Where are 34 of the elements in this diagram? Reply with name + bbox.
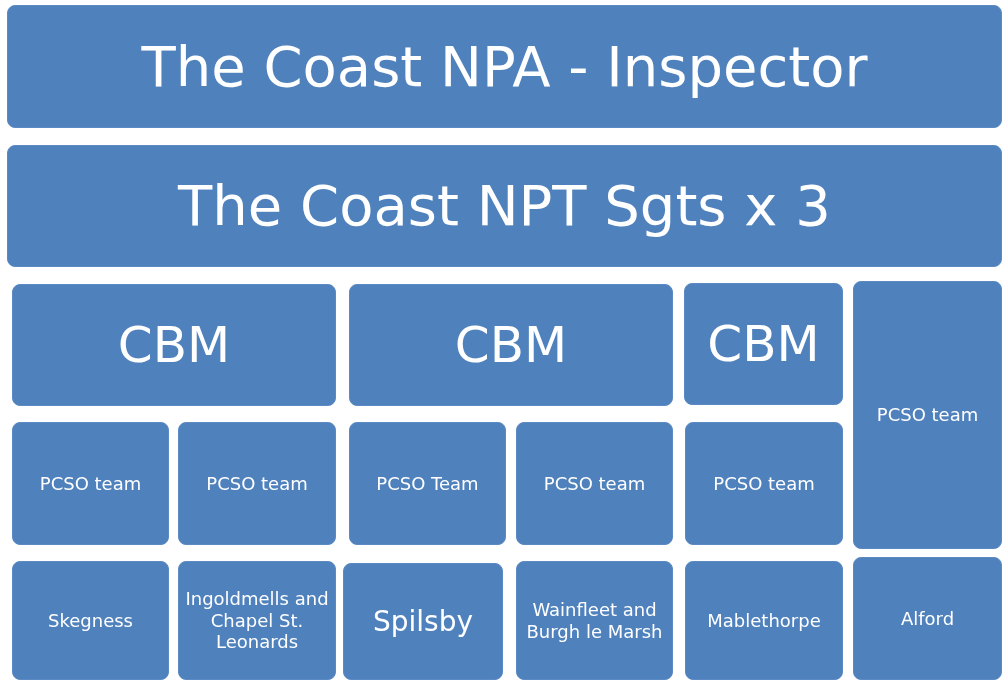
box-label: PCSO team	[543, 472, 646, 495]
box-label: CBM	[117, 315, 231, 375]
box-label: Alford	[900, 607, 955, 630]
org-box	[7, 145, 1002, 267]
org-box	[516, 561, 673, 680]
box-label: PCSO Team	[376, 472, 479, 495]
org-box	[343, 563, 503, 680]
org-box	[12, 284, 336, 406]
org-box	[516, 422, 673, 545]
org-box	[12, 561, 169, 680]
org-box	[685, 422, 843, 545]
org-box	[684, 283, 843, 405]
box-label: Skegness	[48, 609, 133, 632]
org-box	[7, 5, 1002, 128]
box-label: Mablethorpe	[707, 609, 821, 632]
box-label: PCSO team	[713, 472, 815, 495]
org-box	[853, 281, 1002, 549]
org-box	[349, 284, 673, 406]
org-box	[349, 422, 506, 545]
box-label: Spilsby	[372, 604, 473, 639]
org-box	[178, 422, 336, 545]
box-label: The Coast NPA - Inspector	[141, 32, 868, 101]
box-label: Wainfleet and Burgh le Marsh	[525, 598, 664, 643]
box-label: The Coast NPT Sgts x 3	[178, 172, 831, 240]
box-label: CBM	[454, 315, 568, 375]
box-label: Ingoldmells and Chapel St. Leonards	[185, 588, 329, 653]
org-box	[178, 561, 336, 680]
box-label: CBM	[707, 314, 820, 374]
org-box	[12, 422, 169, 545]
org-box	[853, 557, 1002, 680]
box-label: PCSO team	[39, 472, 142, 495]
box-label: PCSO team	[876, 404, 979, 426]
org-box	[685, 561, 843, 680]
box-label: PCSO team	[206, 472, 308, 495]
